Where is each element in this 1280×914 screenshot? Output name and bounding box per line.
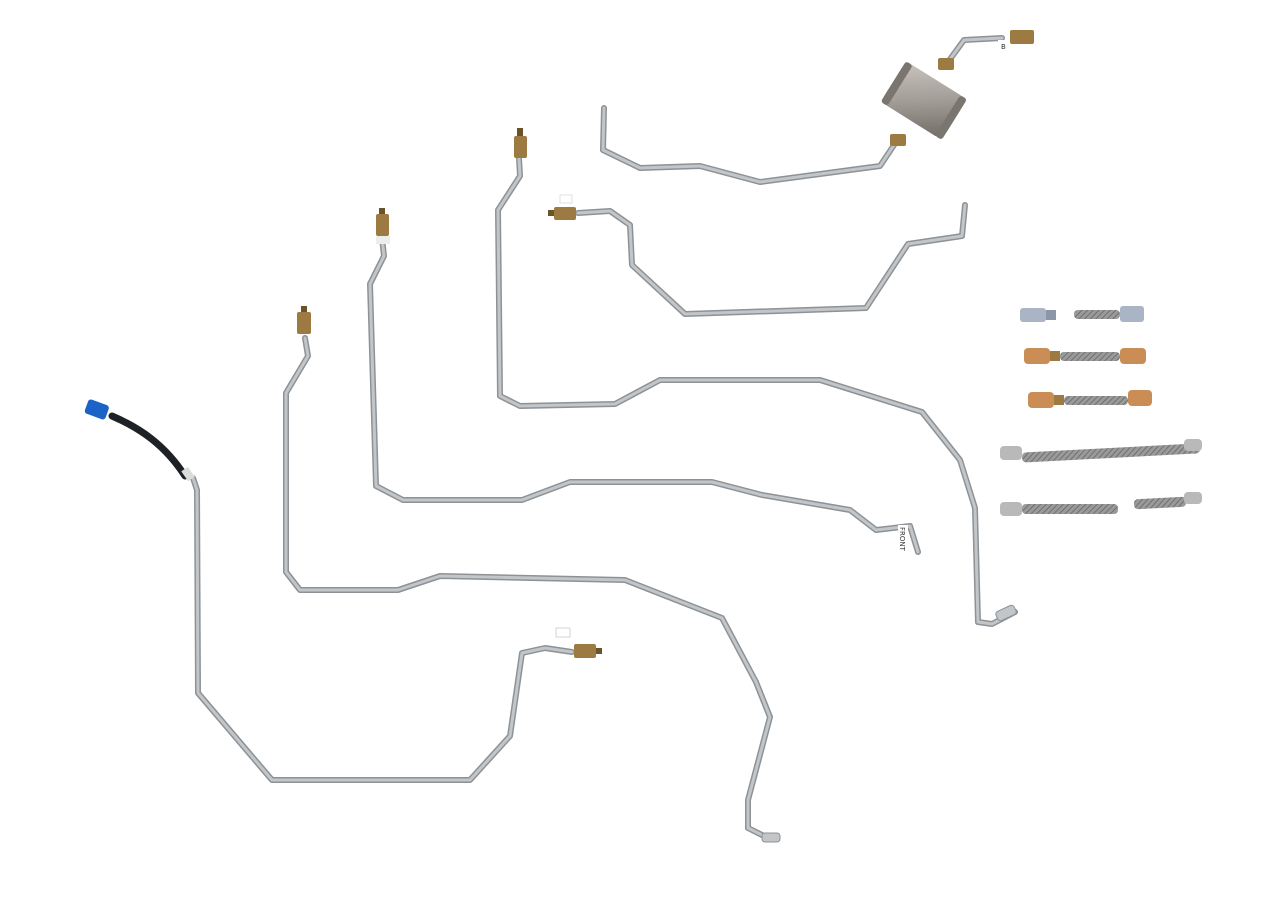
braided-hose-2 [1024, 348, 1146, 364]
brass-fitting [554, 207, 576, 220]
front-tag-label: FRONT [898, 527, 906, 552]
rubber-fuel-hose [108, 412, 189, 480]
brass-fitting [1010, 30, 1034, 44]
quick-connect-fitting [84, 399, 109, 420]
fuel-line-3: FRONT [367, 208, 921, 555]
fuel-filter [881, 62, 966, 139]
front-tag [898, 525, 908, 555]
braided-hose-3 [1028, 390, 1152, 408]
brass-fitting [938, 58, 954, 70]
fuel-line-4 [495, 128, 1018, 627]
brass-fitting [514, 136, 527, 158]
braided-hose-5 [1000, 492, 1202, 516]
filter-line-tag [998, 40, 1010, 52]
filter-line-tag-label: B [1001, 43, 1006, 51]
line-tag [555, 627, 571, 638]
brass-fitting [376, 214, 389, 236]
brass-fitting [890, 134, 906, 146]
brass-fitting [574, 644, 596, 658]
brass-fitting [297, 312, 311, 334]
fuel-line-6-with-filter: B [600, 30, 1034, 185]
fuel-line-5 [548, 194, 968, 317]
fuel-line-2 [283, 306, 781, 843]
fuel-line-1 [84, 399, 602, 783]
braided-hose-1 [1020, 306, 1144, 322]
braided-hose-4 [1000, 439, 1202, 463]
